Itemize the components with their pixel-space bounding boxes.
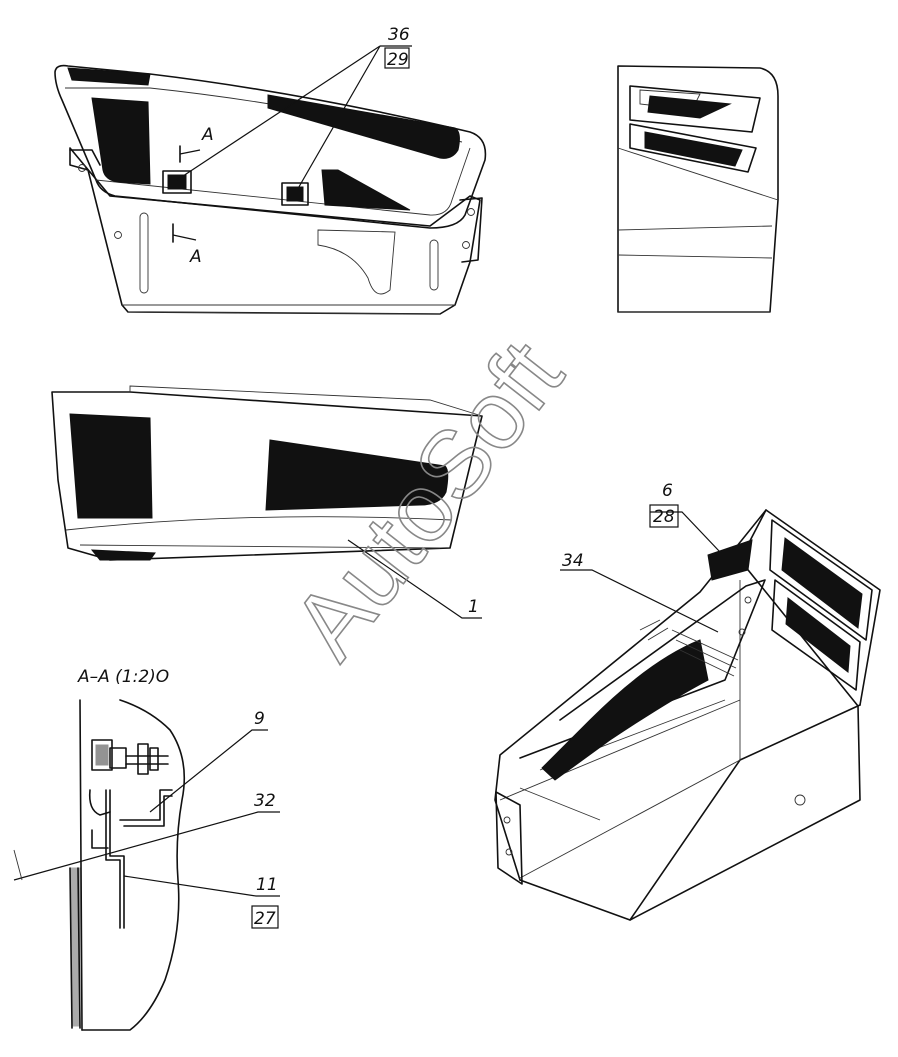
callout-box-29 — [384, 47, 410, 69]
callout-1: 1 — [468, 597, 479, 617]
callout-36: 36 — [388, 25, 410, 45]
callout-11: 11 — [256, 875, 278, 895]
callout-27: 27 — [254, 909, 276, 929]
callout-34: 34 — [562, 551, 584, 571]
top-view — [51, 385, 483, 619]
section-mark-a-top: A — [201, 125, 214, 145]
callout-box-27 — [251, 905, 279, 929]
side-view — [617, 65, 779, 313]
callout-32: 32 — [254, 791, 276, 811]
front-view: A A — [54, 45, 487, 315]
callout-6: 6 — [662, 481, 673, 501]
callout-box-28 — [649, 504, 679, 528]
section-title: A–A (1:2)O — [77, 667, 169, 687]
callout-29: 29 — [387, 50, 409, 70]
section-a-a-view — [13, 699, 280, 1031]
isometric-view — [494, 509, 881, 921]
callout-9: 9 — [254, 709, 265, 729]
section-mark-a-bottom: A — [189, 247, 202, 267]
callout-28: 28 — [653, 507, 675, 527]
